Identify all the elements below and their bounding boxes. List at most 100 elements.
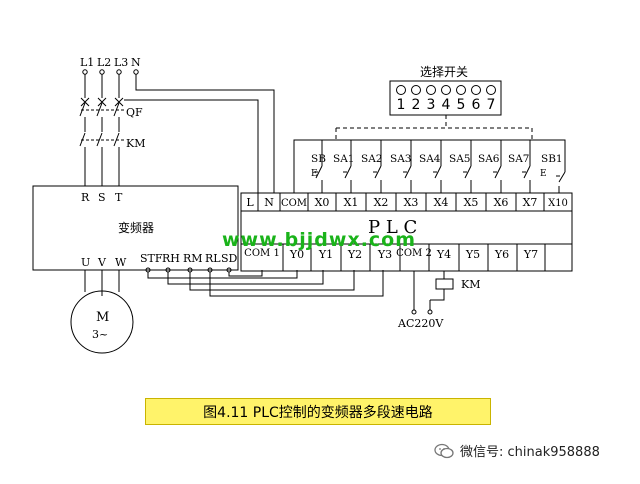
selector-link (335, 115, 533, 140)
inverter-in-s: S (98, 191, 106, 204)
plc-in-l: L (246, 196, 254, 209)
terminal-l3 (116, 69, 122, 75)
km-label-top: KM (126, 137, 145, 150)
plc-out-com1: COM 1 (244, 248, 280, 259)
switch-label-sa6: SA6 (478, 153, 500, 165)
wire-rh-y1 (167, 270, 324, 285)
inverter-out-u: U (81, 256, 90, 269)
wire-stf-y0 (147, 270, 298, 279)
watermark-text: www.bjjdwx.com (222, 229, 417, 251)
selector-pos-4: 4 (442, 97, 451, 113)
terminal-n (133, 69, 139, 75)
selector-pos-7: 7 (487, 97, 496, 113)
relay-label: KM (461, 278, 480, 291)
switch-label-sa7: SA7 (508, 153, 529, 165)
inverter-out-v: V (97, 256, 107, 269)
svg-text:E: E (311, 169, 318, 179)
phase-wires-top (84, 74, 120, 98)
plc-box (240, 192, 573, 272)
selector-circles (396, 85, 496, 95)
plc-top-dividers (257, 193, 545, 211)
coil-return (430, 289, 445, 301)
plc-in-x5: X5 (464, 196, 479, 209)
svg-text:E: E (540, 169, 547, 179)
plc-out-y4: Y4 (436, 248, 451, 261)
ac-terminal-1 (411, 309, 417, 315)
wechat-id: 微信号: chinak958888 (460, 445, 600, 460)
plc-bottom-dividers (282, 244, 546, 271)
switch-label-sa4: SA4 (419, 153, 441, 165)
qf-crosses (80, 97, 124, 107)
wechat-credit: 微信号: chinak958888 (434, 441, 600, 460)
inverter-ctl-rm: RM (183, 252, 203, 265)
switch-label-sb1: SB1 (541, 153, 563, 165)
selector-pos-1: 1 (397, 97, 406, 113)
phase-wires-bottom (84, 147, 120, 186)
plc-out-y6: Y6 (494, 248, 509, 261)
inverter-title: 变频器 (118, 220, 154, 235)
mains-labels: L1 L2 L3 N (80, 56, 141, 69)
motor-label: M (96, 310, 109, 325)
selector-pos-6: 6 (472, 97, 481, 113)
plc-in-com: COM (281, 198, 307, 209)
plc-out-y5: Y5 (465, 248, 480, 261)
inverter-out-w: W (115, 256, 127, 269)
ac-terminal-2 (427, 309, 433, 315)
plc-in-x6: X6 (494, 196, 509, 209)
selector-title: 选择开关 (420, 65, 468, 79)
plc-out-y2: Y2 (347, 248, 362, 261)
neutral-wire (135, 74, 275, 193)
wire-sd-com1 (228, 270, 263, 277)
plc-in-x0: X0 (315, 196, 330, 209)
terminal-l1 (82, 69, 88, 75)
line-label-l3: L3 (114, 56, 128, 69)
switch-contacts (314, 140, 566, 193)
plc-in-n: N (264, 196, 274, 209)
terminal-l2 (99, 69, 105, 75)
figure-caption: 图4.11 PLC控制的变频器多段速电路 (145, 398, 491, 425)
supply-label: AC220V (397, 317, 444, 330)
switch-label-sa1: SA1 (333, 153, 354, 165)
plc-in-x2: X2 (374, 196, 389, 209)
motor-phase: 3~ (92, 328, 108, 341)
wechat-icon (434, 443, 454, 458)
inverter-ctl-rl: RL (205, 252, 221, 265)
line-label-n: N (131, 56, 141, 69)
inverter-ctl-rh: RH (162, 252, 180, 265)
qf-label: QF (126, 106, 143, 119)
plc-in-x10: X10 (548, 198, 568, 209)
switch-label-sa5: SA5 (449, 153, 470, 165)
phase-to-plc-l (124, 99, 259, 193)
wire-rm-y2 (189, 270, 355, 291)
plc-out-com2: COM 2 (396, 248, 432, 259)
switch-common-bus (293, 139, 566, 193)
switch-label-sa3: SA3 (390, 153, 411, 165)
inverter-in-t: T (115, 191, 123, 204)
plc-out-y3: Y3 (377, 248, 392, 261)
plc-in-x3: X3 (404, 196, 419, 209)
plc-in-x7: X7 (523, 196, 538, 209)
selector-pos-3: 3 (427, 97, 436, 113)
km-coil (435, 278, 454, 290)
motor-circle (70, 290, 134, 354)
selector-pos-2: 2 (412, 97, 421, 113)
selector-pos-5: 5 (457, 97, 466, 113)
line-label-l2: L2 (97, 56, 111, 69)
plc-in-x1: X1 (344, 196, 359, 209)
wire-rl-y3 (209, 270, 384, 297)
phase-wires-mid (84, 117, 120, 132)
plc-out-y7: Y7 (523, 248, 538, 261)
plc-in-x4: X4 (434, 196, 449, 209)
plc-out-y0: Y0 (289, 248, 304, 261)
inverter-ctl-sd: SD (221, 252, 238, 265)
plc-name: P L C (368, 217, 417, 238)
plc-out-y1: Y1 (318, 248, 333, 261)
inverter-box (32, 185, 239, 271)
line-label-l1: L1 (80, 56, 94, 69)
switch-label-sb: SB (311, 153, 326, 165)
motor-wires (84, 270, 120, 296)
inverter-in-r: R (81, 191, 90, 204)
inverter-ctl-stf: STF (140, 252, 163, 265)
